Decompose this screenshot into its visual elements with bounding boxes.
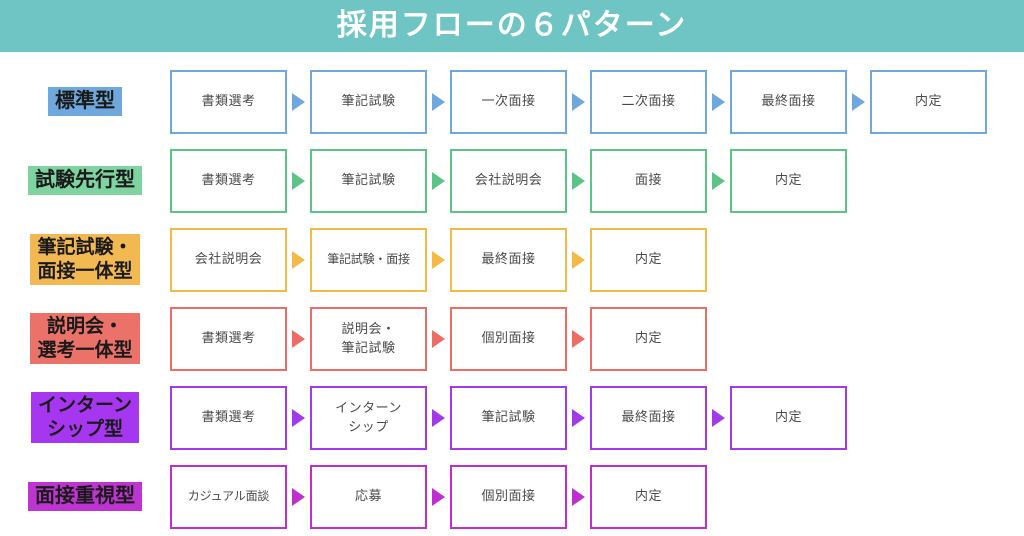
step-box: 応募	[310, 464, 427, 529]
row-label-wrap-standard: 標準型	[0, 87, 170, 116]
flow-row-briefing-screening-combined: 説明会・ 選考一体型書類選考説明会・ 筆記試験個別面接内定	[0, 299, 1024, 378]
step-box: 個別面接	[450, 306, 567, 371]
step-box: 書類選考	[170, 306, 287, 371]
row-label-badge-briefing-screening-combined: 説明会・ 選考一体型	[30, 313, 140, 364]
step-box: 個別面接	[450, 464, 567, 529]
steps-test-first: 書類選考筆記試験会社説明会面接内定	[170, 148, 1024, 213]
flow-row-standard: 標準型 書類選考筆記試験一次面接二次面接最終面接内定	[0, 62, 1024, 141]
arrow-right-icon	[287, 228, 310, 292]
flow-row-internship: インターン シップ型書類選考インターン シップ筆記試験最終面接内定	[0, 378, 1024, 457]
arrow-right-icon	[427, 70, 450, 134]
step-box: 書類選考	[170, 69, 287, 134]
arrow-right-icon	[427, 465, 450, 529]
arrow-right-icon	[567, 465, 590, 529]
row-label-badge-standard: 標準型	[48, 87, 122, 116]
row-label-wrap-test-first: 試験先行型	[0, 166, 170, 195]
step-box: 筆記試験・面接	[310, 227, 427, 292]
step-box: 内定	[590, 227, 707, 292]
arrow-right-icon	[567, 149, 590, 213]
step-box: 内定	[870, 69, 987, 134]
flow-row-interview-focused: 面接重視型カジュアル面談応募個別面接内定	[0, 457, 1024, 536]
arrow-right-icon	[707, 70, 730, 134]
arrow-right-icon	[287, 70, 310, 134]
steps-interview-focused: カジュアル面談応募個別面接内定	[170, 464, 1024, 529]
arrow-right-icon	[567, 228, 590, 292]
row-label-badge-internship: インターン シップ型	[30, 392, 140, 443]
header-banner: 採用フローの６パターン	[0, 0, 1024, 52]
row-label-badge-interview-focused: 面接重視型	[28, 482, 142, 511]
flow-row-test-interview-combined: 筆記試験・ 面接一体型会社説明会筆記試験・面接最終面接内定	[0, 220, 1024, 299]
step-box: 説明会・ 筆記試験	[310, 306, 427, 371]
arrow-right-icon	[287, 465, 310, 529]
arrow-right-icon	[427, 307, 450, 371]
steps-test-interview-combined: 会社説明会筆記試験・面接最終面接内定	[170, 227, 1024, 292]
step-box: 書類選考	[170, 385, 287, 450]
step-box: 一次面接	[450, 69, 567, 134]
steps-standard: 書類選考筆記試験一次面接二次面接最終面接内定	[170, 69, 1024, 134]
steps-briefing-screening-combined: 書類選考説明会・ 筆記試験個別面接内定	[170, 306, 1024, 371]
arrow-right-icon	[707, 386, 730, 450]
arrow-right-icon	[567, 70, 590, 134]
arrow-right-icon	[707, 149, 730, 213]
step-box: 内定	[730, 385, 847, 450]
row-label-wrap-test-interview-combined: 筆記試験・ 面接一体型	[0, 234, 170, 285]
row-label-wrap-briefing-screening-combined: 説明会・ 選考一体型	[0, 313, 170, 364]
flow-rows-container: 標準型書類選考筆記試験一次面接二次面接最終面接内定試験先行型書類選考筆記試験会社…	[0, 52, 1024, 536]
step-box: 会社説明会	[170, 227, 287, 292]
arrow-right-icon	[427, 386, 450, 450]
step-box: 筆記試験	[450, 385, 567, 450]
step-box: インターン シップ	[310, 385, 427, 450]
row-label-badge-test-first: 試験先行型	[28, 166, 142, 195]
arrow-right-icon	[427, 149, 450, 213]
step-box: 筆記試験	[310, 148, 427, 213]
step-box: 筆記試験	[310, 69, 427, 134]
step-box: 最終面接	[730, 69, 847, 134]
step-box: カジュアル面談	[170, 464, 287, 529]
step-box: 内定	[590, 464, 707, 529]
arrow-right-icon	[287, 149, 310, 213]
step-box: 二次面接	[590, 69, 707, 134]
step-box: 会社説明会	[450, 148, 567, 213]
arrow-right-icon	[427, 228, 450, 292]
row-label-badge-test-interview-combined: 筆記試験・ 面接一体型	[30, 234, 140, 285]
row-label-wrap-internship: インターン シップ型	[0, 392, 170, 443]
arrow-right-icon	[847, 70, 870, 134]
step-box: 面接	[590, 148, 707, 213]
steps-internship: 書類選考インターン シップ筆記試験最終面接内定	[170, 385, 1024, 450]
step-box: 内定	[590, 306, 707, 371]
page-title: 採用フローの６パターン	[336, 9, 688, 42]
row-label-wrap-interview-focused: 面接重視型	[0, 482, 170, 511]
step-box: 内定	[730, 148, 847, 213]
arrow-right-icon	[287, 307, 310, 371]
step-box: 最終面接	[450, 227, 567, 292]
arrow-right-icon	[567, 386, 590, 450]
arrow-right-icon	[287, 386, 310, 450]
flow-row-test-first: 試験先行型書類選考筆記試験会社説明会面接内定	[0, 141, 1024, 220]
step-box: 最終面接	[590, 385, 707, 450]
arrow-right-icon	[567, 307, 590, 371]
step-box: 書類選考	[170, 148, 287, 213]
